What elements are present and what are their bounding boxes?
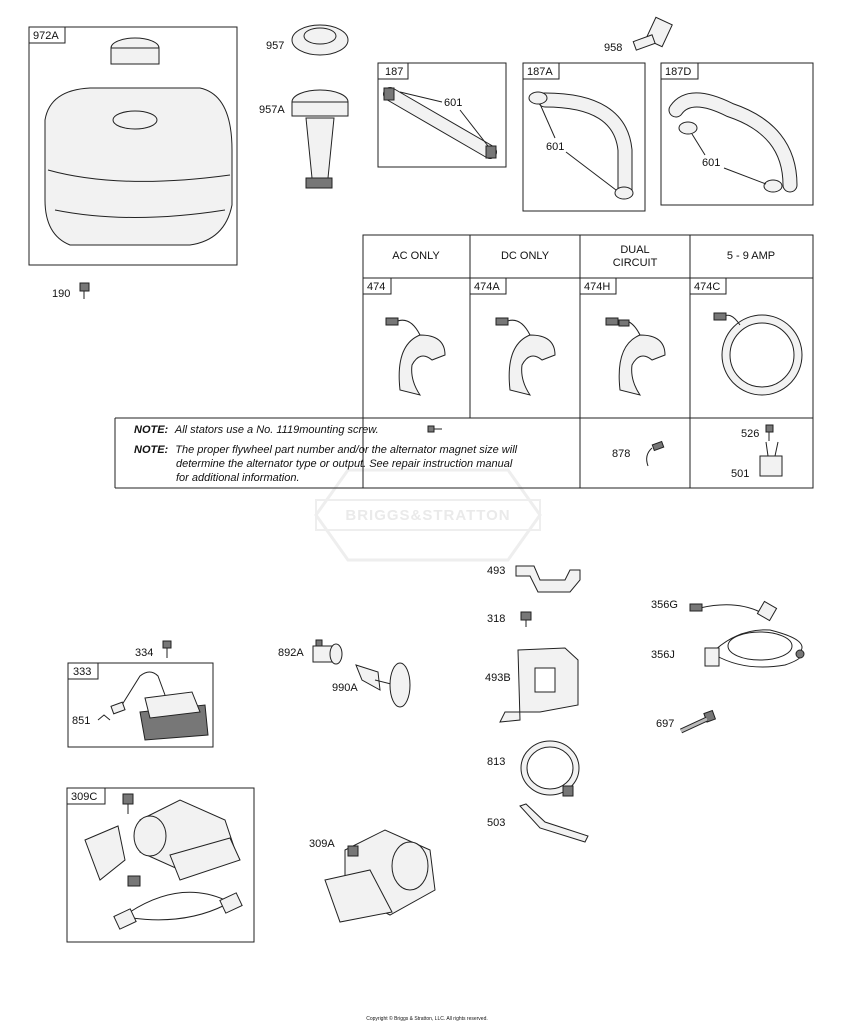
svg-text:NOTE: All stators use: NOTE: All stators use a No. 1119mounting… [134, 424, 379, 436]
part-187-label[interactable]: 187 [385, 66, 403, 78]
part-474C-label[interactable]: 474C [694, 281, 720, 293]
screw-318-icon [520, 611, 532, 627]
part-503-label[interactable]: 503 [487, 817, 505, 829]
shutoff-valve-958-icon [632, 16, 673, 51]
part-190-label[interactable]: 190 [52, 288, 70, 300]
copyright-text: Copyright © Briggs & Stratton, LLC. All … [366, 1015, 488, 1022]
clamp-813-icon [520, 740, 580, 797]
part-333-label[interactable]: 333 [73, 666, 91, 678]
part-972A-group: 972A [28, 26, 238, 266]
header-dc-only: DC ONLY [501, 250, 550, 262]
mounting-screw-icon [427, 425, 442, 433]
note2-line2: determine the alternator type or output.… [176, 458, 513, 470]
part-334-label[interactable]: 334 [135, 647, 153, 659]
part-309C-box [66, 787, 255, 943]
part-309C-label[interactable]: 309C [71, 791, 97, 803]
screw-190-icon [79, 282, 90, 299]
part-356G-label[interactable]: 356G [651, 599, 678, 611]
header-5-9-amp: 5 - 9 AMP [727, 250, 775, 262]
starter-motor-309C-icon [84, 793, 243, 930]
part-878-label[interactable]: 878 [612, 448, 630, 460]
part-501-label[interactable]: 501 [731, 468, 749, 480]
part-187-box [377, 62, 507, 168]
part-601-label-187A[interactable]: 601 [546, 141, 564, 153]
diode-878-icon [646, 440, 665, 467]
terminal-851-icon [97, 714, 111, 721]
plate-493B-icon [499, 647, 579, 723]
watermark-text: BRIGGS&STRATTON [345, 507, 510, 524]
part-957A-label[interactable]: 957A [259, 104, 285, 116]
part-187A-group: 187A 601 [522, 62, 646, 212]
part-333-box [67, 662, 214, 748]
stator-notes: NOTE: All stators use a No. 1119mounting… [134, 424, 518, 484]
part-892A-label[interactable]: 892A [278, 647, 304, 659]
header-circuit: CIRCUIT [613, 257, 658, 269]
note2-line1: The proper flywheel part number and/or t… [175, 444, 517, 456]
part-990A-label[interactable]: 990A [332, 682, 358, 694]
part-187A-box [522, 62, 646, 212]
part-601-label-187[interactable]: 601 [444, 97, 462, 109]
part-851-label[interactable]: 851 [72, 715, 90, 727]
fuel-line-187-icon [383, 87, 497, 159]
part-356J-label[interactable]: 356J [651, 649, 675, 661]
part-474-label[interactable]: 474 [367, 281, 385, 293]
part-957-label[interactable]: 957 [266, 40, 284, 52]
choke-knob-990A-icon [355, 662, 411, 708]
note2-label: NOTE: [134, 444, 169, 456]
header-ac-only: AC ONLY [392, 250, 440, 262]
part-813-label[interactable]: 813 [487, 756, 505, 768]
screw-526-icon [765, 424, 774, 441]
svg-text:NOTE: The proper flywh: NOTE: The proper flywheel part number an… [134, 444, 518, 456]
part-187-group: 187 601 [377, 62, 507, 168]
part-309A-label[interactable]: 309A [309, 838, 335, 850]
part-526-label[interactable]: 526 [741, 428, 759, 440]
wire-harness-356G-icon [689, 600, 778, 622]
part-187A-label[interactable]: 187A [527, 66, 553, 78]
starter-motor-309A-icon [324, 829, 436, 923]
briggs-stratton-watermark: BRIGGS&STRATTON [314, 468, 542, 562]
part-697-label[interactable]: 697 [656, 718, 674, 730]
screw-697-icon [679, 709, 717, 734]
part-493B-label[interactable]: 493B [485, 672, 511, 684]
regulator-501-icon [759, 441, 783, 477]
part-187D-group: 187D 601 [660, 62, 814, 206]
part-318-label[interactable]: 318 [487, 613, 505, 625]
part-972A-tag [28, 26, 66, 44]
stator-dual-circuit-icon [605, 317, 666, 396]
stator-5-9-amp-icon [713, 312, 803, 396]
bracket-493-icon [515, 565, 581, 593]
strap-503-icon [519, 803, 589, 843]
stator-ac-icon [385, 317, 446, 396]
part-187D-box [660, 62, 814, 206]
fuel-line-187A-icon [528, 91, 634, 200]
stator-table: AC ONLY DC ONLY DUAL CIRCUIT 5 - 9 AMP 4… [114, 234, 814, 489]
part-309C-group: 309C [66, 787, 255, 943]
part-601-label-187D[interactable]: 601 [702, 157, 720, 169]
switch-892A-icon [312, 639, 343, 665]
note1-text: All stators use a No. 1119mounting screw… [174, 424, 379, 436]
fuel-cap-957-icon [291, 24, 349, 56]
header-dual: DUAL [620, 244, 649, 256]
part-333-group: 333 851 [67, 662, 214, 748]
part-474A-label[interactable]: 474A [474, 281, 500, 293]
part-474H-label[interactable]: 474H [584, 281, 610, 293]
note2-line3: for additional information. [176, 472, 300, 484]
screw-334-icon [162, 640, 172, 658]
part-972A-label[interactable]: 972A [33, 30, 59, 42]
fuel-tank-icon [44, 37, 233, 246]
fuel-line-187D-icon [668, 92, 798, 193]
ignition-armature-333-icon [110, 671, 209, 741]
stator-dc-icon [495, 317, 556, 396]
wire-harness-356J-icon [704, 629, 805, 668]
fuel-cap-gauge-957A-icon [291, 89, 349, 189]
part-493-label[interactable]: 493 [487, 565, 505, 577]
part-187D-label[interactable]: 187D [665, 66, 691, 78]
part-972A-box [28, 26, 238, 266]
note1-label: NOTE: [134, 424, 169, 436]
part-958-label[interactable]: 958 [604, 42, 622, 54]
